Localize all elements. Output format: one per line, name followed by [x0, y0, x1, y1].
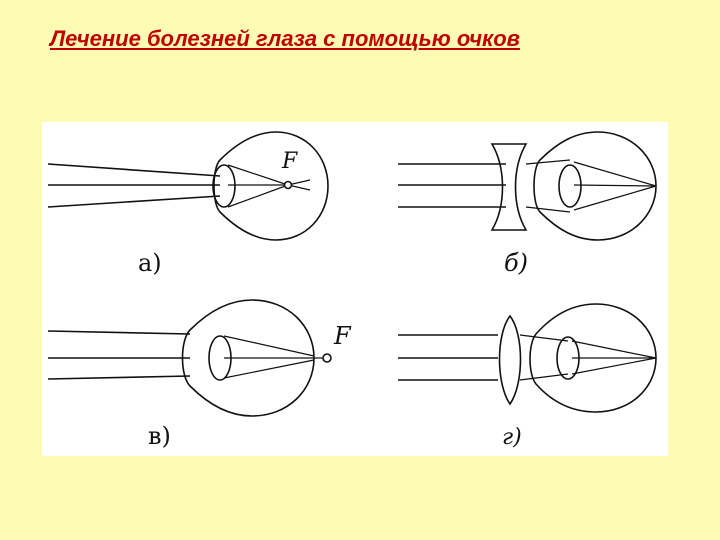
- eyeball-outline: [533, 131, 657, 241]
- refracted-ray: [223, 359, 315, 379]
- eyeball-outline: [181, 299, 315, 417]
- converging-ray: [519, 334, 569, 342]
- refracted-ray: [227, 164, 289, 186]
- diagram-a: [47, 131, 329, 241]
- concave-lens: [490, 143, 528, 231]
- refracted-ray: [571, 340, 657, 359]
- refracted-ray: [223, 335, 315, 357]
- ray-line: [47, 195, 221, 208]
- ray-line: [47, 163, 221, 177]
- diagram-b: [398, 131, 657, 241]
- figure-panel: F a) б) F в) г): [42, 122, 668, 456]
- caption-v: в): [148, 422, 171, 450]
- converging-ray: [519, 373, 569, 381]
- refracted-ray: [571, 357, 657, 375]
- caption-g: г): [502, 425, 522, 450]
- caption-a: a): [138, 249, 162, 277]
- refracted-ray: [227, 184, 289, 208]
- refracted-ray: [573, 184, 657, 187]
- convex-lens: [498, 314, 522, 406]
- eyeball-outline: [213, 131, 329, 241]
- focus-point: [322, 353, 332, 363]
- focus-label-v: F: [333, 322, 352, 350]
- slide-title: Лечение болезней глаза с помощью очков: [50, 26, 520, 51]
- caption-b: б): [504, 249, 528, 277]
- focus-label-a: F: [281, 149, 298, 174]
- diverged-ray: [525, 206, 571, 213]
- eye-lens: [558, 164, 582, 208]
- diagram-v: [47, 299, 332, 417]
- ray-line: [47, 375, 191, 380]
- ray-line: [47, 330, 191, 335]
- diagram-g: [398, 303, 657, 413]
- refracted-ray: [573, 161, 657, 187]
- refracted-ray: [573, 185, 657, 211]
- eyeball-outline: [529, 303, 657, 413]
- eye-diagrams: F a) б) F в) г): [47, 131, 657, 450]
- focus-point: [283, 180, 293, 190]
- eye-lens: [212, 164, 236, 208]
- diverged-ray: [525, 159, 571, 165]
